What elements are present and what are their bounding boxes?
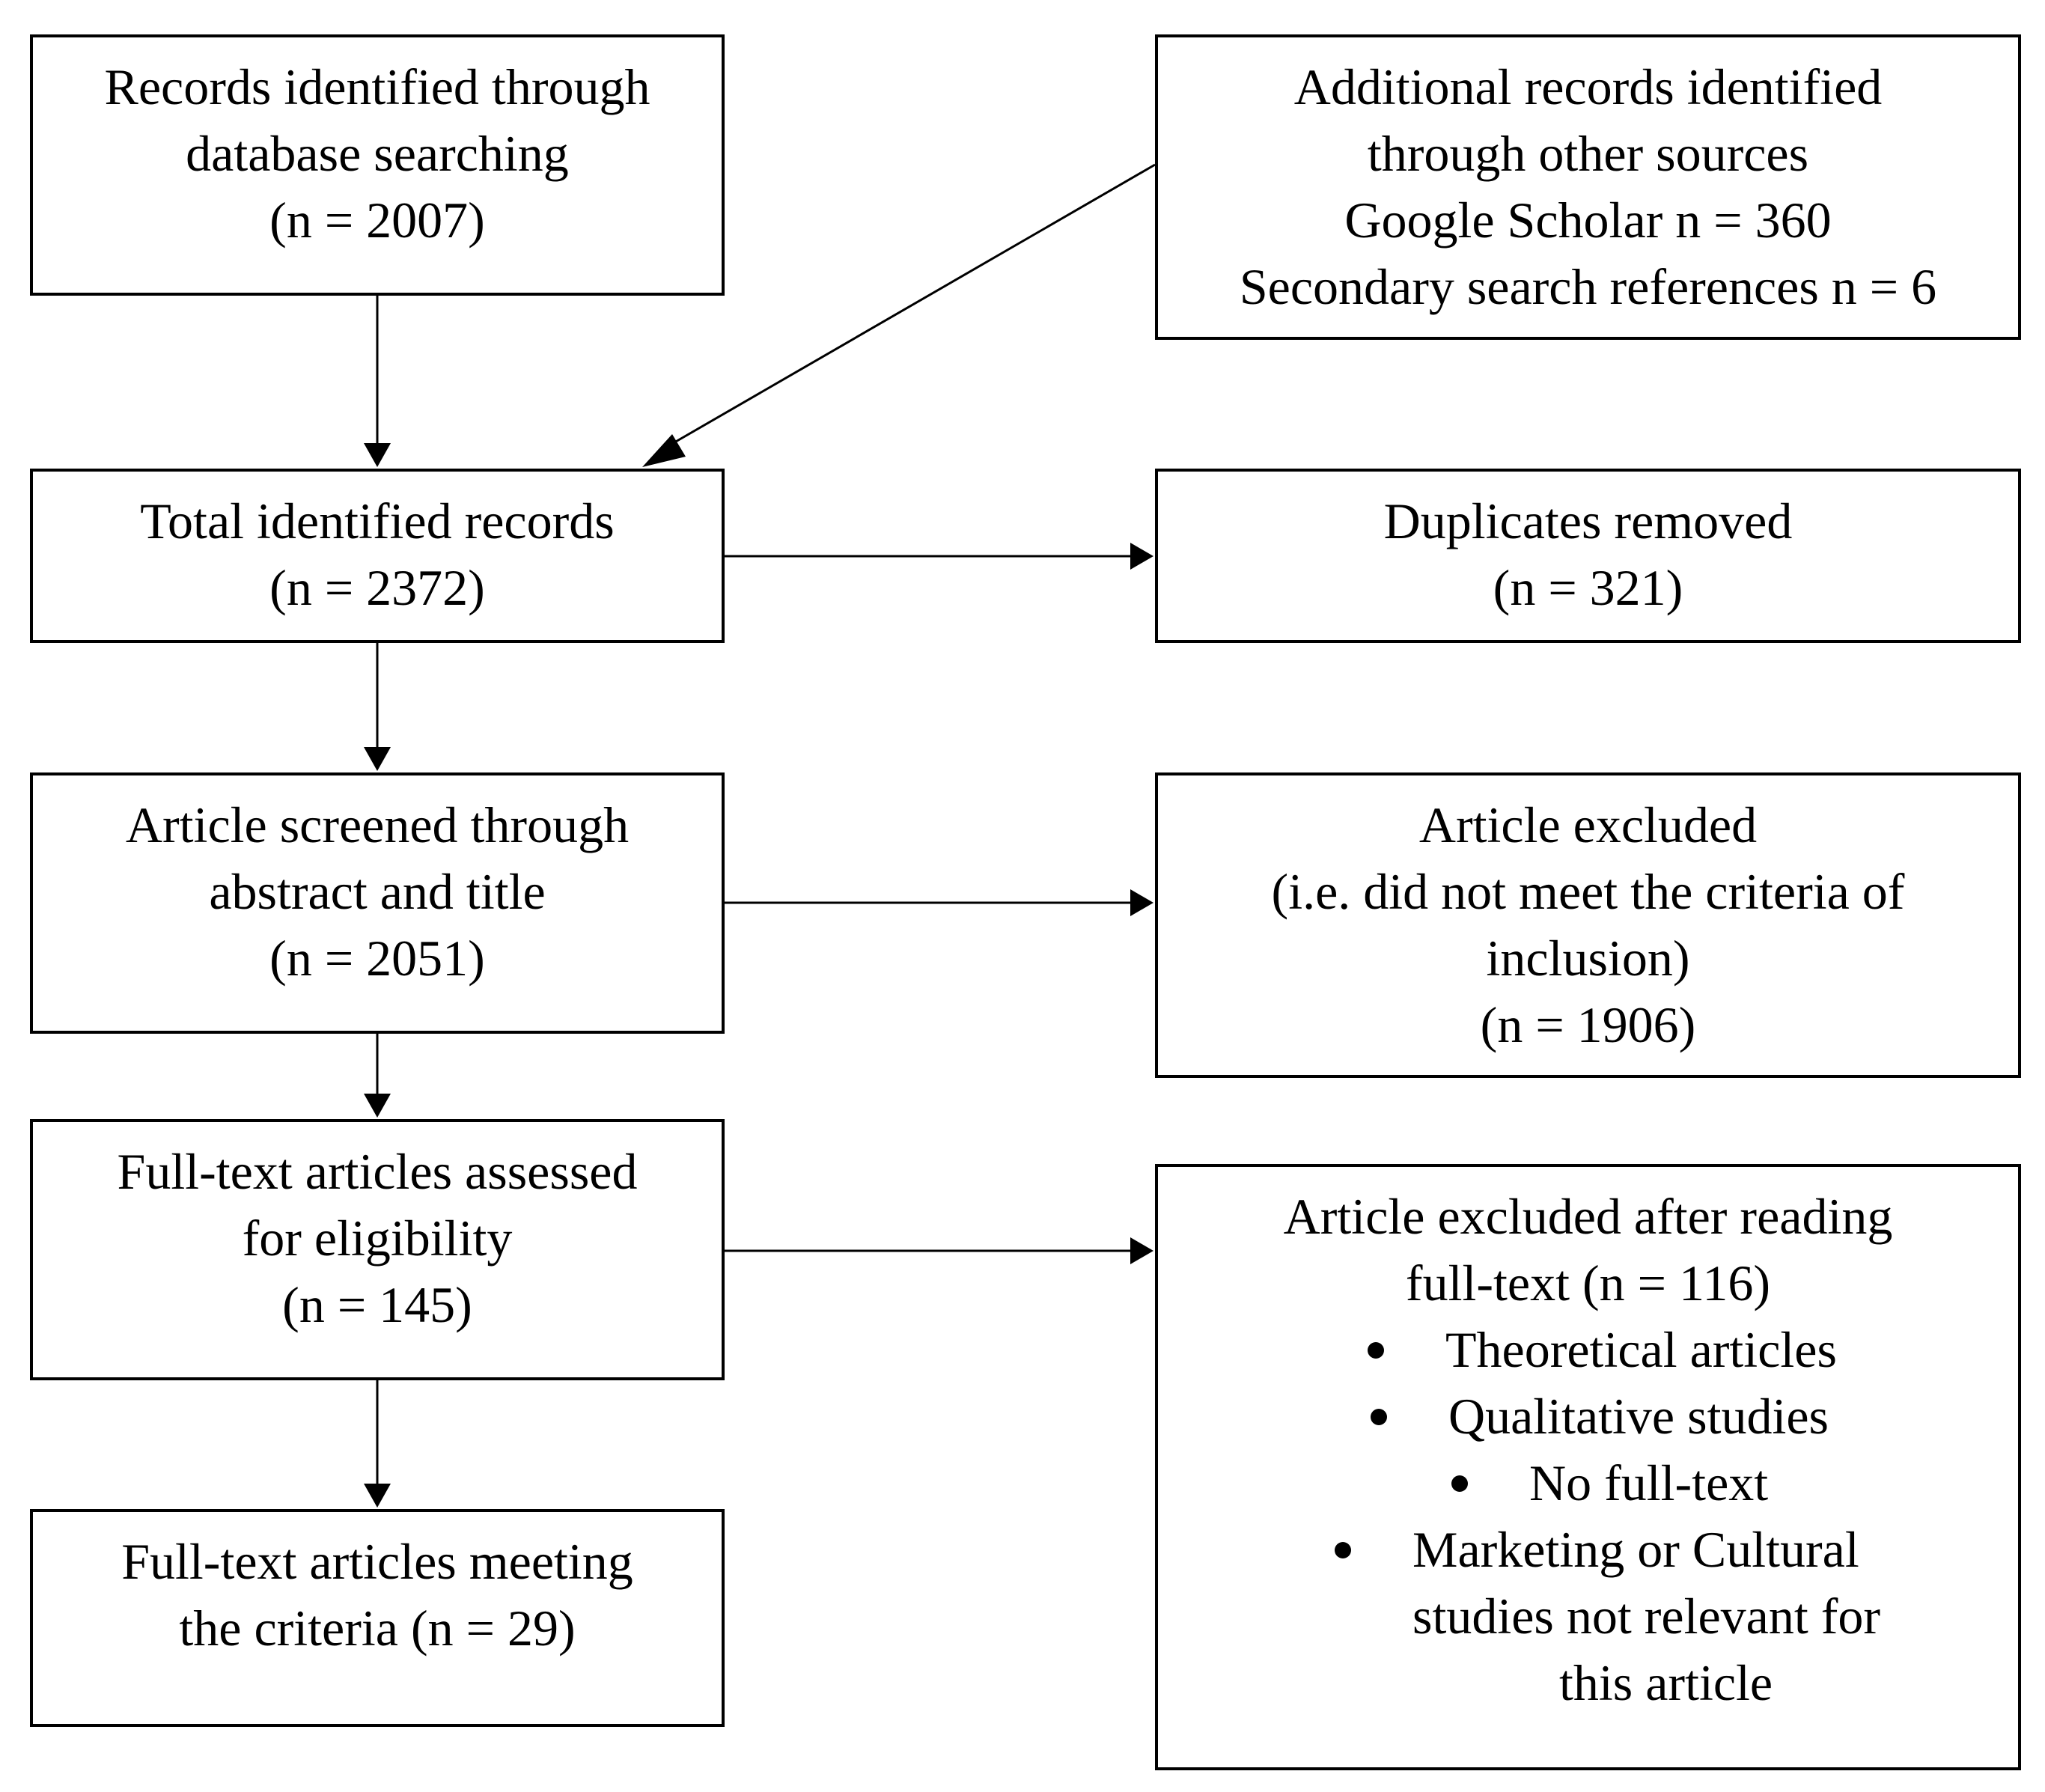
box-text-line: Article excluded after reading xyxy=(1283,1188,1893,1245)
box-text-line: (n = 321) xyxy=(1493,559,1683,616)
article-excluded-box: Article excluded (i.e. did not meet the … xyxy=(1155,772,2021,1078)
arrow-records-to-total xyxy=(364,296,391,467)
box-text-line: through other sources xyxy=(1367,125,1809,182)
box-text-line: Article screened through xyxy=(125,796,630,853)
box-text-line: (n = 145) xyxy=(282,1276,472,1333)
article-screened-box: Article screened through abstract and ti… xyxy=(30,772,725,1034)
bullet-text: studies not relevant for xyxy=(1412,1588,1881,1645)
box-text-line: Total identified records xyxy=(140,493,615,549)
box-text-line: database searching xyxy=(186,125,569,182)
box-text-line: Records identified through xyxy=(104,58,650,115)
bullet-icon xyxy=(1451,1475,1468,1493)
fulltext-assessed-box: Full-text articles assessed for eligibil… xyxy=(30,1119,725,1380)
box-text-line: Full-text articles assessed xyxy=(117,1143,638,1200)
arrow-fulltext-to-meeting xyxy=(364,1380,391,1508)
excluded-after-reading-box: Article excluded after reading full-text… xyxy=(1155,1164,2021,1770)
fulltext-meeting-criteria-box: Full-text articles meeting the criteria … xyxy=(30,1509,725,1727)
additional-records-box: Additional records identified through ot… xyxy=(1155,34,2021,340)
box-text-line: Duplicates removed xyxy=(1383,493,1793,549)
list-item: Marketing or Cultural xyxy=(1158,1517,2018,1583)
bullet-icon xyxy=(1335,1542,1351,1559)
list-item: No full-text xyxy=(1158,1450,2018,1517)
box-text-line: abstract and title xyxy=(209,863,546,920)
bullet-icon xyxy=(1371,1409,1387,1426)
list-item-continuation: studies not relevant for xyxy=(1158,1583,2018,1650)
list-item: Theoretical articles xyxy=(1158,1317,2018,1383)
box-text-line: (n = 2372) xyxy=(269,559,485,616)
list-item: Qualitative studies xyxy=(1158,1383,2018,1450)
box-text-line: the criteria (n = 29) xyxy=(179,1600,576,1657)
box-text-line: full-text (n = 116) xyxy=(1405,1255,1771,1311)
box-text-line: (n = 2051) xyxy=(269,930,485,987)
box-text-line: (i.e. did not meet the criteria of xyxy=(1271,863,1905,920)
records-identified-box: Records identified through database sear… xyxy=(30,34,725,296)
exclusion-reasons-list: Theoretical articles Qualitative studies… xyxy=(1158,1317,2018,1716)
duplicates-removed-box: Duplicates removed (n = 321) xyxy=(1155,469,2021,643)
bullet-text: this article xyxy=(1559,1654,1773,1711)
bullet-text: No full-text xyxy=(1529,1454,1769,1511)
total-identified-box: Total identified records (n = 2372) xyxy=(30,469,725,643)
bullet-text: Qualitative studies xyxy=(1448,1388,1829,1445)
arrow-total-to-duplicates xyxy=(725,543,1153,570)
box-text-line: for eligibility xyxy=(242,1210,513,1267)
list-item-continuation: this article xyxy=(1158,1650,2018,1716)
arrow-fulltext-to-excluded-reading xyxy=(725,1237,1153,1264)
box-text-line: inclusion) xyxy=(1486,930,1690,987)
box-text-line: Full-text articles meeting xyxy=(121,1533,633,1590)
box-text-line: (n = 2007) xyxy=(269,192,485,249)
box-text-line: Secondary search references n = 6 xyxy=(1239,258,1937,315)
arrow-screened-to-excluded xyxy=(725,889,1153,916)
bullet-icon xyxy=(1368,1342,1384,1359)
arrow-total-to-screened xyxy=(364,643,391,771)
arrow-screened-to-fulltext xyxy=(364,1034,391,1118)
box-text-line: (n = 1906) xyxy=(1480,996,1696,1053)
box-text-line: Additional records identified xyxy=(1293,58,1883,115)
bullet-text: Theoretical articles xyxy=(1445,1321,1837,1378)
box-text-line: Google Scholar n = 360 xyxy=(1344,192,1832,249)
bullet-text: Marketing or Cultural xyxy=(1412,1521,1859,1578)
box-text-line: Article excluded xyxy=(1418,796,1758,853)
